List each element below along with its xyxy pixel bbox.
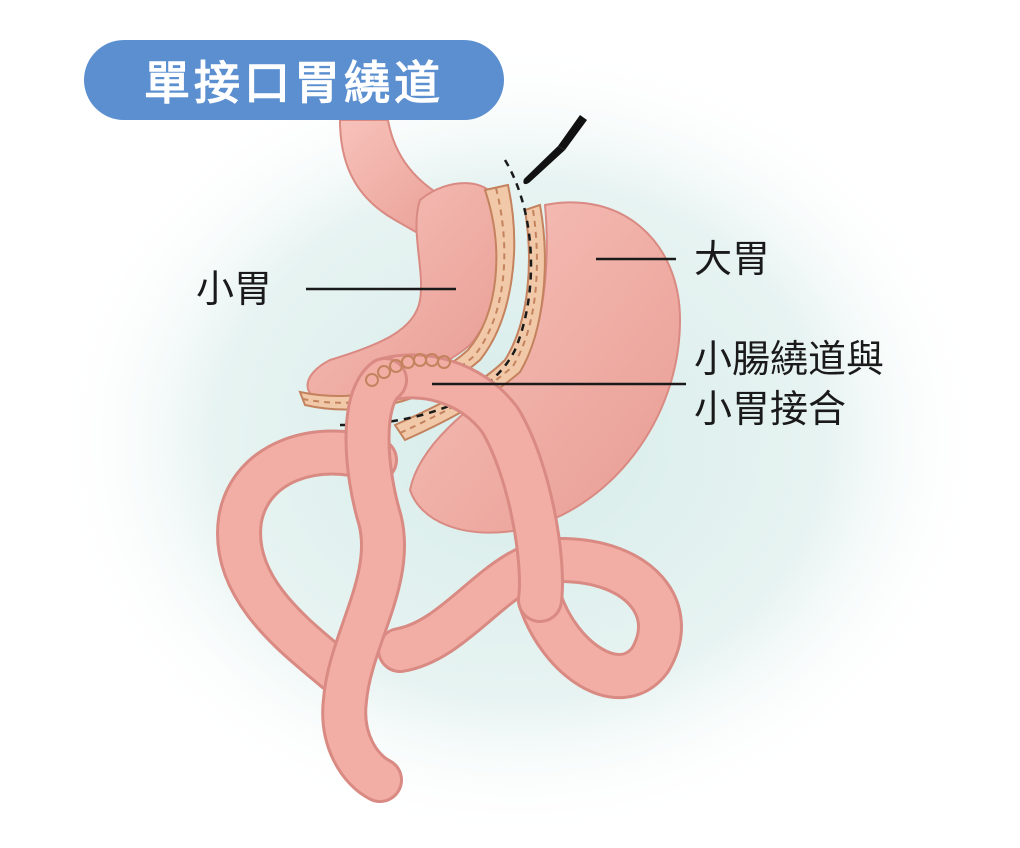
- intestine-left-loop-fill: [219, 432, 395, 690]
- descending-limb-fill: [324, 360, 405, 800]
- intestine-right-loop-fill: [380, 539, 680, 697]
- cut-line: [339, 159, 533, 427]
- label-anastomosis-line1: 小腸繞道與: [694, 337, 885, 381]
- small-stomach-staple-line: [302, 187, 506, 404]
- anastomosis-sutures: [365, 353, 451, 387]
- title-pill: 單接口胃繞道: [84, 40, 504, 120]
- label-large-stomach: 大胃: [694, 237, 771, 281]
- scalpel-icon: [523, 115, 587, 185]
- small-stomach-staple-band: [298, 183, 516, 411]
- diagram-title: 單接口胃繞道: [144, 56, 444, 110]
- label-anastomosis-line2: 小胃接合: [694, 387, 847, 431]
- label-anastomosis: 小腸繞道與 小胃接合: [694, 334, 884, 434]
- bypass-limb-fill: [365, 356, 561, 620]
- large-stomach-staple-line: [399, 209, 538, 434]
- label-small-stomach: 小胃: [196, 267, 273, 311]
